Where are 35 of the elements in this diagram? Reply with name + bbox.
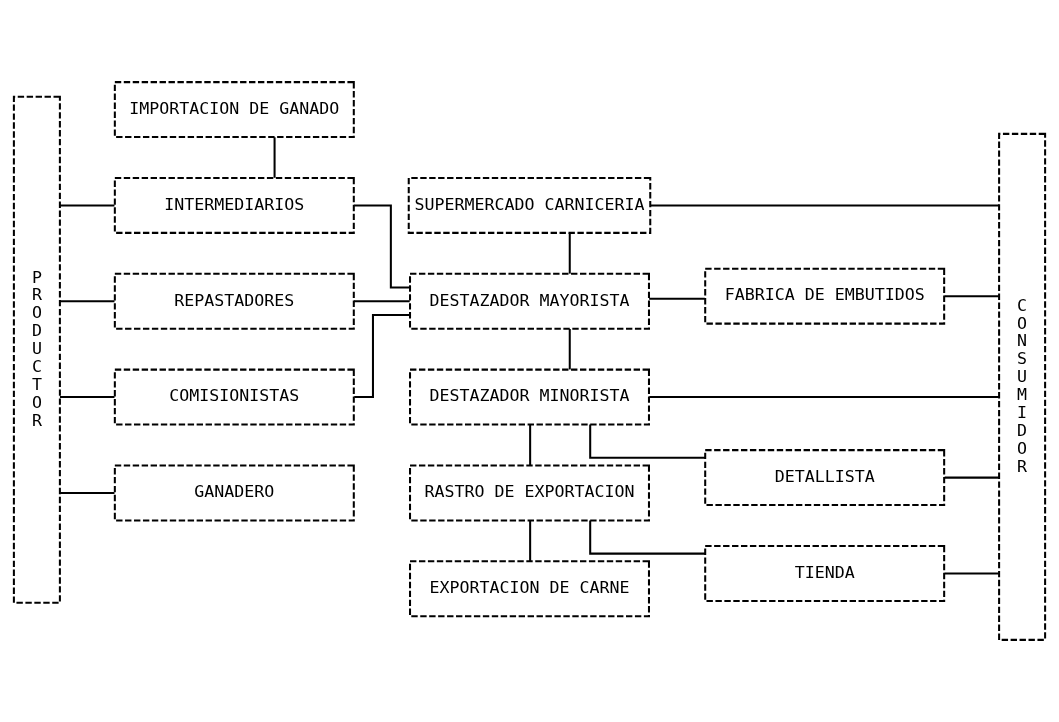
connector <box>650 204 999 207</box>
connector <box>944 295 999 298</box>
node-box: DESTAZADOR MINORISTA <box>409 368 650 426</box>
node-box: DETALLISTA <box>704 449 946 507</box>
connector <box>59 396 115 399</box>
node-box: COMISIONISTAS <box>113 368 355 426</box>
connector <box>649 297 705 300</box>
connector <box>649 396 999 399</box>
node-box: RASTRO DE EXPORTACION <box>409 464 650 522</box>
node-box: INTERMEDIARIOS <box>113 176 355 234</box>
connector <box>944 572 999 575</box>
connector <box>354 314 410 399</box>
node-box: GANADERO <box>113 464 355 522</box>
node-box: IMPORTACION DE GANADO <box>113 81 355 139</box>
node-box: SUPERMERCADO CARNICERIA <box>407 176 652 234</box>
connector <box>59 491 115 494</box>
node-box: PRODUCTOR <box>12 95 61 604</box>
connector <box>589 520 706 555</box>
node-box: EXPORTACION DE CARNE <box>409 560 650 618</box>
connector <box>353 300 410 303</box>
connector <box>529 520 532 562</box>
node-box: FABRICA DE EMBUTIDOS <box>704 267 946 325</box>
connector <box>273 137 276 178</box>
connector <box>944 476 999 479</box>
connector <box>568 329 571 370</box>
connector <box>354 204 410 289</box>
connector <box>59 300 115 303</box>
node-box: REPASTADORES <box>113 272 355 330</box>
node-box: CONSUMIDOR <box>998 132 1047 641</box>
connector <box>589 424 706 459</box>
connector <box>568 233 571 274</box>
node-box: DESTAZADOR MAYORISTA <box>409 272 650 330</box>
connector <box>529 424 532 466</box>
node-box: TIENDA <box>704 544 946 602</box>
connector <box>59 204 115 207</box>
